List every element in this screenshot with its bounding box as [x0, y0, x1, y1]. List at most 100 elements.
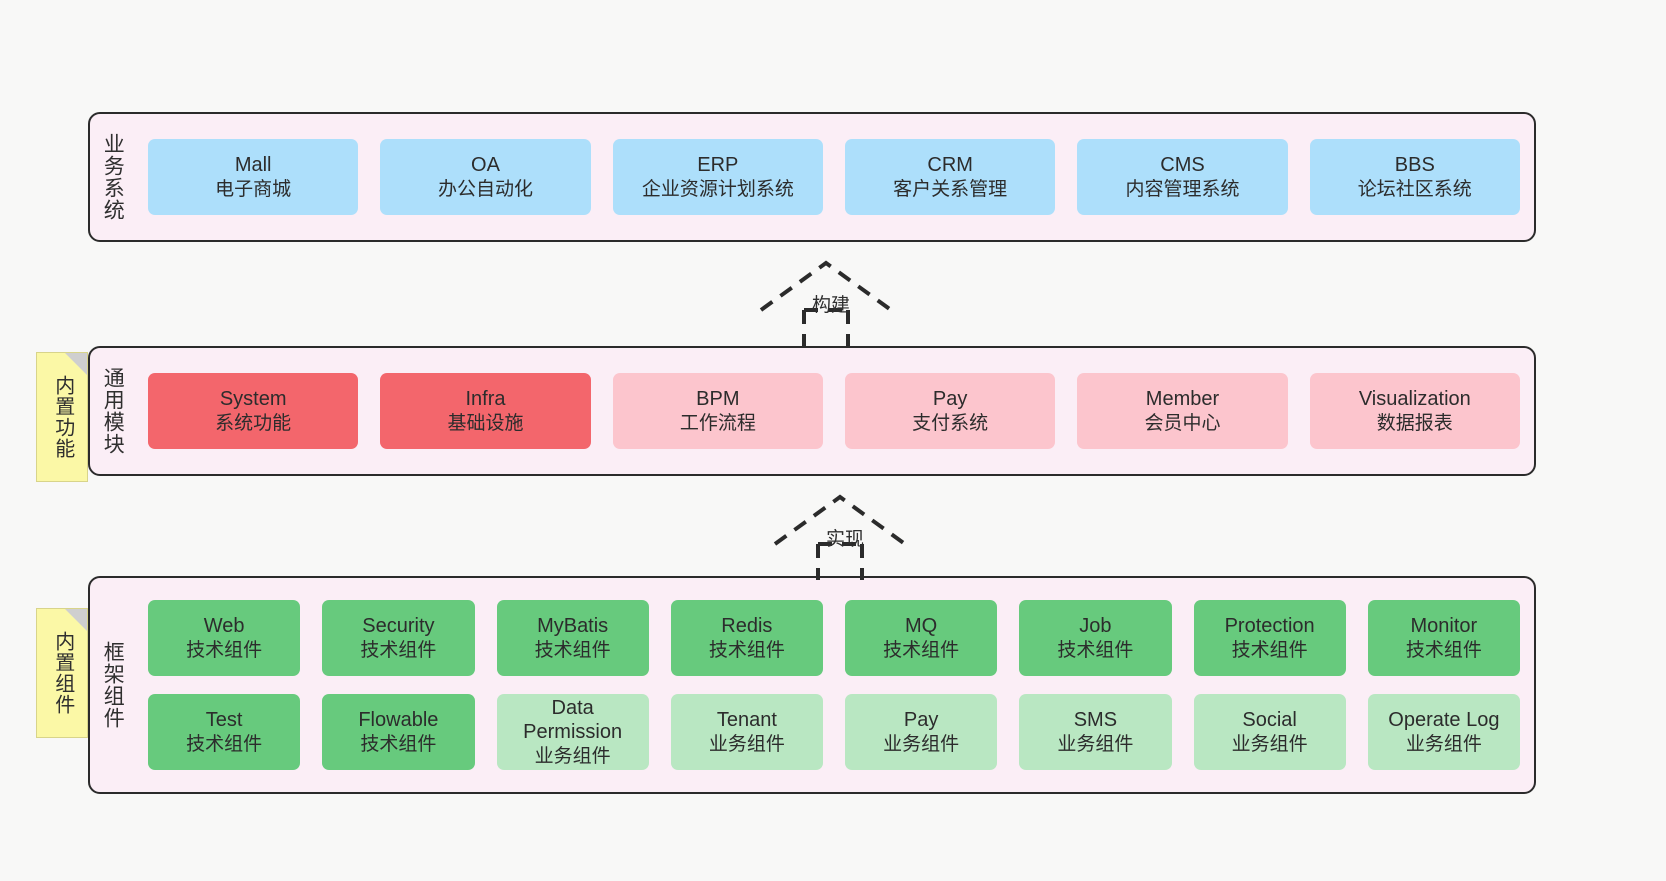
cell-subtitle: 技术组件	[1405, 639, 1482, 661]
cell-title: Pay	[932, 388, 968, 411]
cell-title: Data Permission	[523, 697, 623, 744]
cell-subtitle: 技术组件	[360, 733, 437, 755]
cell-title: Infra	[465, 388, 506, 411]
layer-framework-title: 框架组件	[101, 641, 125, 729]
cell-subtitle: 技术组件	[883, 639, 960, 661]
cell-subtitle: 会员中心	[1144, 412, 1221, 434]
cell-subtitle: 内容管理系统	[1125, 178, 1240, 200]
cell-subtitle: 数据报表	[1376, 412, 1453, 434]
cell-title: ERP	[697, 154, 739, 177]
cell-title: System	[219, 388, 287, 411]
cell-subtitle: 技术组件	[1231, 639, 1308, 661]
cell-title: Test	[205, 709, 243, 732]
cell-subtitle: 技术组件	[1057, 639, 1134, 661]
note-builtin-components: 内置组件	[36, 608, 88, 738]
cell-title: Pay	[903, 709, 939, 732]
cell-title: Monitor	[1410, 615, 1478, 638]
cell-subtitle: 技术组件	[360, 639, 437, 661]
cell-subtitle: 业务组件	[708, 733, 785, 755]
cell-title: OA	[471, 154, 500, 177]
cell-title: Visualization	[1358, 388, 1471, 411]
cell-title: CRM	[927, 154, 973, 177]
cell-subtitle: 业务组件	[534, 745, 611, 767]
cell-title: Protection	[1224, 615, 1315, 638]
cell-title: Member	[1145, 388, 1220, 411]
cell-subtitle: 技术组件	[534, 639, 611, 661]
connector-implement-arrow	[770, 492, 920, 582]
cell-title: Web	[203, 615, 245, 638]
cell-subtitle: 电子商城	[215, 178, 292, 200]
cell-subtitle: 论坛社区系统	[1357, 178, 1472, 200]
note-builtin-features: 内置功能	[36, 352, 88, 482]
cell-title: BBS	[1394, 154, 1435, 177]
cell-subtitle: 基础设施	[447, 412, 524, 434]
cell-subtitle: 工作流程	[679, 412, 756, 434]
cell-subtitle: 支付系统	[912, 412, 989, 434]
connector-build-arrow	[756, 258, 906, 348]
connector-build-label: 构建	[812, 295, 851, 316]
cell-title: MyBatis	[537, 615, 609, 638]
connector-implement-label: 实现	[826, 529, 865, 550]
cell-title: Redis	[721, 615, 773, 638]
cell-title: Mall	[234, 154, 272, 177]
cell-title: Social	[1242, 709, 1297, 732]
cell-title: Security	[362, 615, 435, 638]
cell-title: Operate Log	[1388, 709, 1500, 732]
cell-subtitle: 业务组件	[883, 733, 960, 755]
layer-business-title: 业务系统	[101, 133, 125, 221]
cell-subtitle: 业务组件	[1057, 733, 1134, 755]
cell-subtitle: 业务组件	[1231, 733, 1308, 755]
cell-subtitle: 技术组件	[186, 639, 263, 661]
cell-subtitle: 客户关系管理	[893, 178, 1008, 200]
cell-title: BPM	[696, 388, 740, 411]
cell-subtitle: 技术组件	[708, 639, 785, 661]
cell-title: Flowable	[358, 709, 439, 732]
layer-modules-title: 通用模块	[101, 367, 125, 455]
cell-subtitle: 业务组件	[1405, 733, 1482, 755]
cell-title: Tenant	[716, 709, 777, 732]
cell-title: SMS	[1073, 709, 1118, 732]
cell-title: Job	[1079, 615, 1112, 638]
cell-title: MQ	[905, 615, 938, 638]
cell-subtitle: 技术组件	[186, 733, 263, 755]
cell-subtitle: 办公自动化	[437, 178, 533, 200]
cell-subtitle: 企业资源计划系统	[641, 178, 794, 200]
